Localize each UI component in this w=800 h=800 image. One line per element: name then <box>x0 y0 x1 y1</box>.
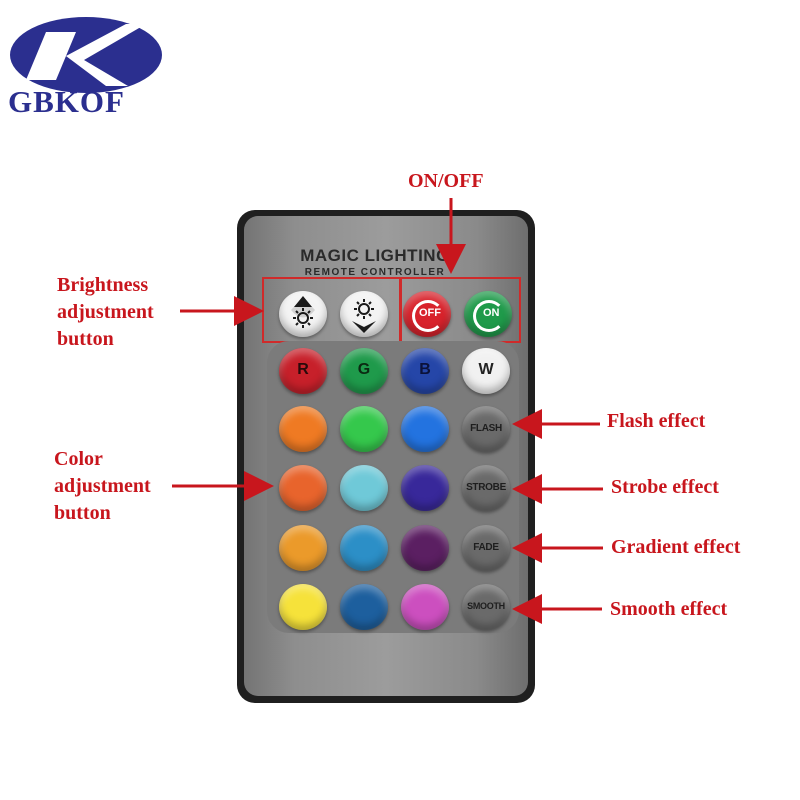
remote-face: MAGIC LIGHTING REMOTE CONTROLLER <box>244 216 528 696</box>
fade-button[interactable]: FADE <box>462 525 510 571</box>
gbkof-logo-mark <box>10 17 162 93</box>
white-label: W <box>478 361 494 378</box>
smooth-effect-annotation: Smooth effect <box>610 598 728 620</box>
color-key[interactable] <box>340 525 388 571</box>
blue-button[interactable]: B <box>401 348 449 394</box>
brand-subtitle: REMOTE CONTROLLER <box>304 267 446 278</box>
red-button[interactable]: R <box>279 348 327 394</box>
strobe-effect-annotation: Strobe effect <box>611 476 719 498</box>
green-button[interactable]: G <box>340 348 388 394</box>
brightness-down-button[interactable] <box>340 291 388 337</box>
smooth-button[interactable]: SMOOTH <box>462 584 510 630</box>
brand-logo-text: GBKOF <box>8 84 125 119</box>
brightness-up-icon <box>291 296 315 328</box>
off-label: OFF <box>419 307 441 319</box>
blue-label: B <box>419 361 431 378</box>
remote-brand: MAGIC LIGHTING REMOTE CONTROLLER <box>280 246 470 278</box>
color-key[interactable] <box>279 584 327 630</box>
color-key[interactable] <box>279 525 327 571</box>
color-key[interactable] <box>401 525 449 571</box>
brightness-up-button[interactable] <box>279 291 327 337</box>
power-highlight-box <box>399 277 521 343</box>
power-on-icon <box>473 300 505 332</box>
color-key[interactable] <box>340 584 388 630</box>
on-label: ON <box>483 307 500 319</box>
strobe-button[interactable]: STROBE <box>462 465 510 511</box>
color-key[interactable] <box>401 584 449 630</box>
flash-button[interactable]: FLASH <box>462 406 510 452</box>
color-key[interactable] <box>279 465 327 511</box>
fade-label: FADE <box>473 542 499 553</box>
smooth-label: SMOOTH <box>467 601 505 611</box>
on-button[interactable]: ON <box>464 291 512 337</box>
color-key[interactable] <box>279 406 327 452</box>
off-button[interactable]: OFF <box>403 291 451 337</box>
remote-controller: MAGIC LIGHTING REMOTE CONTROLLER <box>237 210 535 703</box>
color-key[interactable] <box>340 465 388 511</box>
on-off-annotation: ON/OFF <box>408 170 484 192</box>
power-off-icon <box>412 300 444 332</box>
brightness-annotation: Brightness adjustment button <box>57 274 154 350</box>
white-button[interactable]: W <box>462 348 510 394</box>
flash-effect-annotation: Flash effect <box>607 410 706 432</box>
color-key[interactable] <box>401 406 449 452</box>
gradient-effect-annotation: Gradient effect <box>611 536 741 558</box>
red-label: R <box>297 361 309 378</box>
flash-label: FLASH <box>470 423 502 434</box>
strobe-label: STROBE <box>466 482 506 493</box>
brightness-down-icon <box>352 299 376 333</box>
green-label: G <box>357 361 371 378</box>
brand-title: MAGIC LIGHTING <box>300 246 450 265</box>
color-key[interactable] <box>340 406 388 452</box>
color-annotation: Color adjustment button <box>54 448 151 524</box>
color-key[interactable] <box>401 465 449 511</box>
brightness-highlight-box <box>262 277 402 343</box>
